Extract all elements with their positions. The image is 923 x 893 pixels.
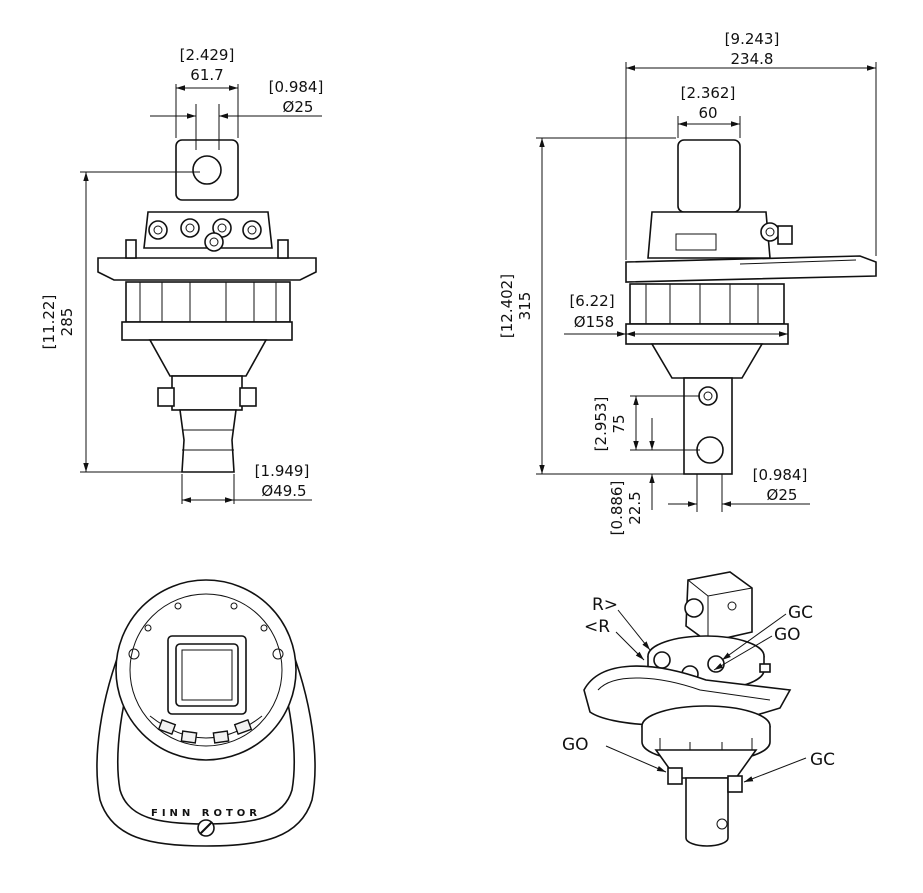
callout-go-bottom: GO: [562, 735, 589, 755]
callout-r-right: R>: [592, 595, 618, 615]
callout-go-top: GO: [774, 625, 801, 645]
front-shaft-mm: Ø49.5: [261, 482, 306, 500]
side-width-mm: 234.8: [731, 50, 774, 68]
side-height-inch: [12.402]: [498, 274, 516, 338]
iso-view: R> <R GC GO GO GC: [562, 571, 835, 847]
side-top-width-mm: 60: [698, 104, 717, 122]
front-dimensions: [2.429] 61.7 [0.984] Ø25 [11.22] 285 [1.…: [40, 46, 323, 504]
bottom-view: FINN ROTOR: [96, 579, 316, 847]
brand-text: FINN ROTOR: [151, 808, 261, 819]
callout-gc-bottom: GC: [810, 750, 835, 770]
front-top-width-mm: 61.7: [190, 66, 223, 84]
side-flange-inch: [6.22]: [569, 292, 614, 310]
iso-callouts: R> <R GC GO GO GC: [562, 595, 835, 783]
side-hole-end-mm: 22.5: [626, 491, 644, 524]
side-hole-spacing-inch: [2.953]: [592, 397, 610, 452]
front-pin-inch: [0.984]: [269, 78, 324, 96]
front-height-inch: [11.22]: [40, 295, 58, 350]
side-flange-mm: Ø158: [574, 313, 614, 331]
side-view-body: [625, 139, 877, 475]
front-shaft-inch: [1.949]: [255, 462, 310, 480]
front-view-body: [97, 139, 317, 473]
callout-gc-top: GC: [788, 603, 813, 623]
side-pin-inch: [0.984]: [753, 466, 808, 484]
side-view: [9.243] 234.8 [2.362] 60 [12.402] 315 [6…: [498, 30, 877, 536]
side-top-width-inch: [2.362]: [681, 84, 736, 102]
side-dimensions: [9.243] 234.8 [2.362] 60 [12.402] 315 [6…: [498, 30, 877, 536]
front-view: [2.429] 61.7 [0.984] Ø25 [11.22] 285 [1.…: [40, 46, 323, 504]
side-pin-mm: Ø25: [767, 486, 798, 504]
side-width-inch: [9.243]: [725, 30, 780, 48]
side-hole-spacing-mm: 75: [610, 414, 628, 433]
front-height-mm: 285: [58, 308, 76, 337]
side-height-mm: 315: [516, 292, 534, 321]
front-top-width-inch: [2.429]: [180, 46, 235, 64]
callout-r-left: <R: [584, 617, 610, 637]
front-pin-mm: Ø25: [283, 98, 314, 116]
side-hole-end-inch: [0.886]: [608, 481, 626, 536]
